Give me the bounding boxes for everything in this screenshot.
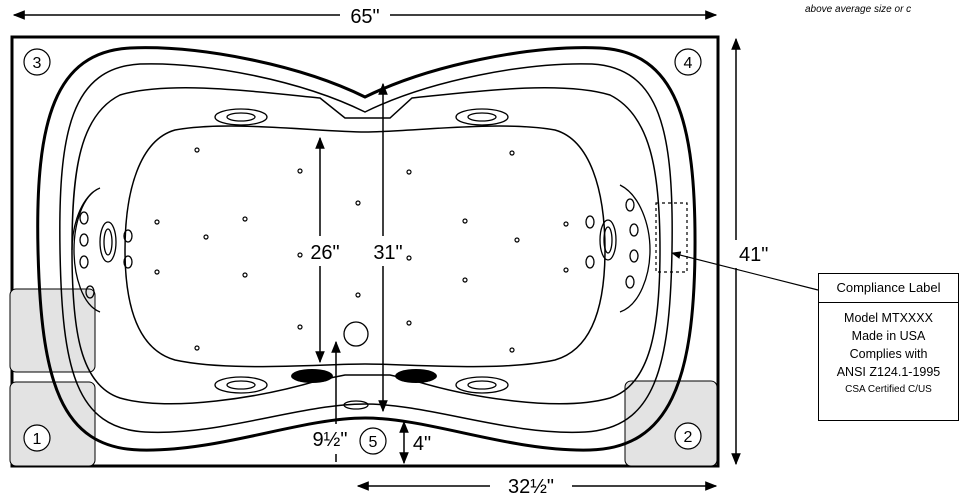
compliance-leader-line: [671, 251, 819, 291]
air-jets: [154, 147, 569, 353]
left-jet-panel: [71, 187, 133, 313]
dim-drain-offset: 32½": [508, 476, 554, 495]
dim-rim-depth: 4": [413, 433, 431, 455]
dim-center: 31": [373, 242, 402, 264]
compliance-label-body: Model MTXXXX Made in USA Complies with A…: [819, 303, 958, 399]
compliance-line-standard: ANSI Z124.1-1995: [836, 365, 941, 379]
marker-1: 1: [33, 431, 42, 448]
left-pillow: [291, 369, 333, 383]
tub-rim-outer: [36, 46, 697, 452]
tub-deck-outline: [10, 35, 720, 468]
position-markers: [23, 48, 702, 455]
dim-width: 41": [739, 244, 768, 266]
compliance-label-location: [655, 202, 688, 273]
right-pillow: [395, 369, 437, 383]
dim-drain-edge: 9½": [313, 429, 348, 451]
marker-5: 5: [369, 434, 378, 451]
marker-2: 2: [684, 429, 693, 446]
note-text: above average size or c: [805, 4, 912, 15]
marker-3: 3: [33, 55, 42, 72]
dimension-lines: [12, 10, 741, 491]
compliance-line-complies: Complies with: [849, 347, 928, 361]
marker-4: 4: [684, 55, 693, 72]
right-jet-panel: [585, 184, 651, 313]
dim-bath-well: 26": [310, 242, 339, 264]
compliance-line-model: Model MTXXXX: [844, 311, 933, 325]
compliance-label: Compliance Label Model MTXXXX Made in US…: [818, 273, 959, 421]
corner-pad-right-lower: [624, 380, 718, 467]
bath-well: [124, 125, 606, 368]
dim-length: 65": [350, 6, 379, 28]
drain: [343, 321, 369, 347]
compliance-line-certification: CSA Certified C/US: [845, 384, 932, 395]
tub-rim-inner: [59, 63, 673, 434]
deck-jets: [214, 108, 509, 410]
compliance-line-origin: Made in USA: [851, 329, 926, 343]
corner-pad-left-upper: [9, 288, 96, 373]
compliance-label-title: Compliance Label: [819, 274, 958, 303]
